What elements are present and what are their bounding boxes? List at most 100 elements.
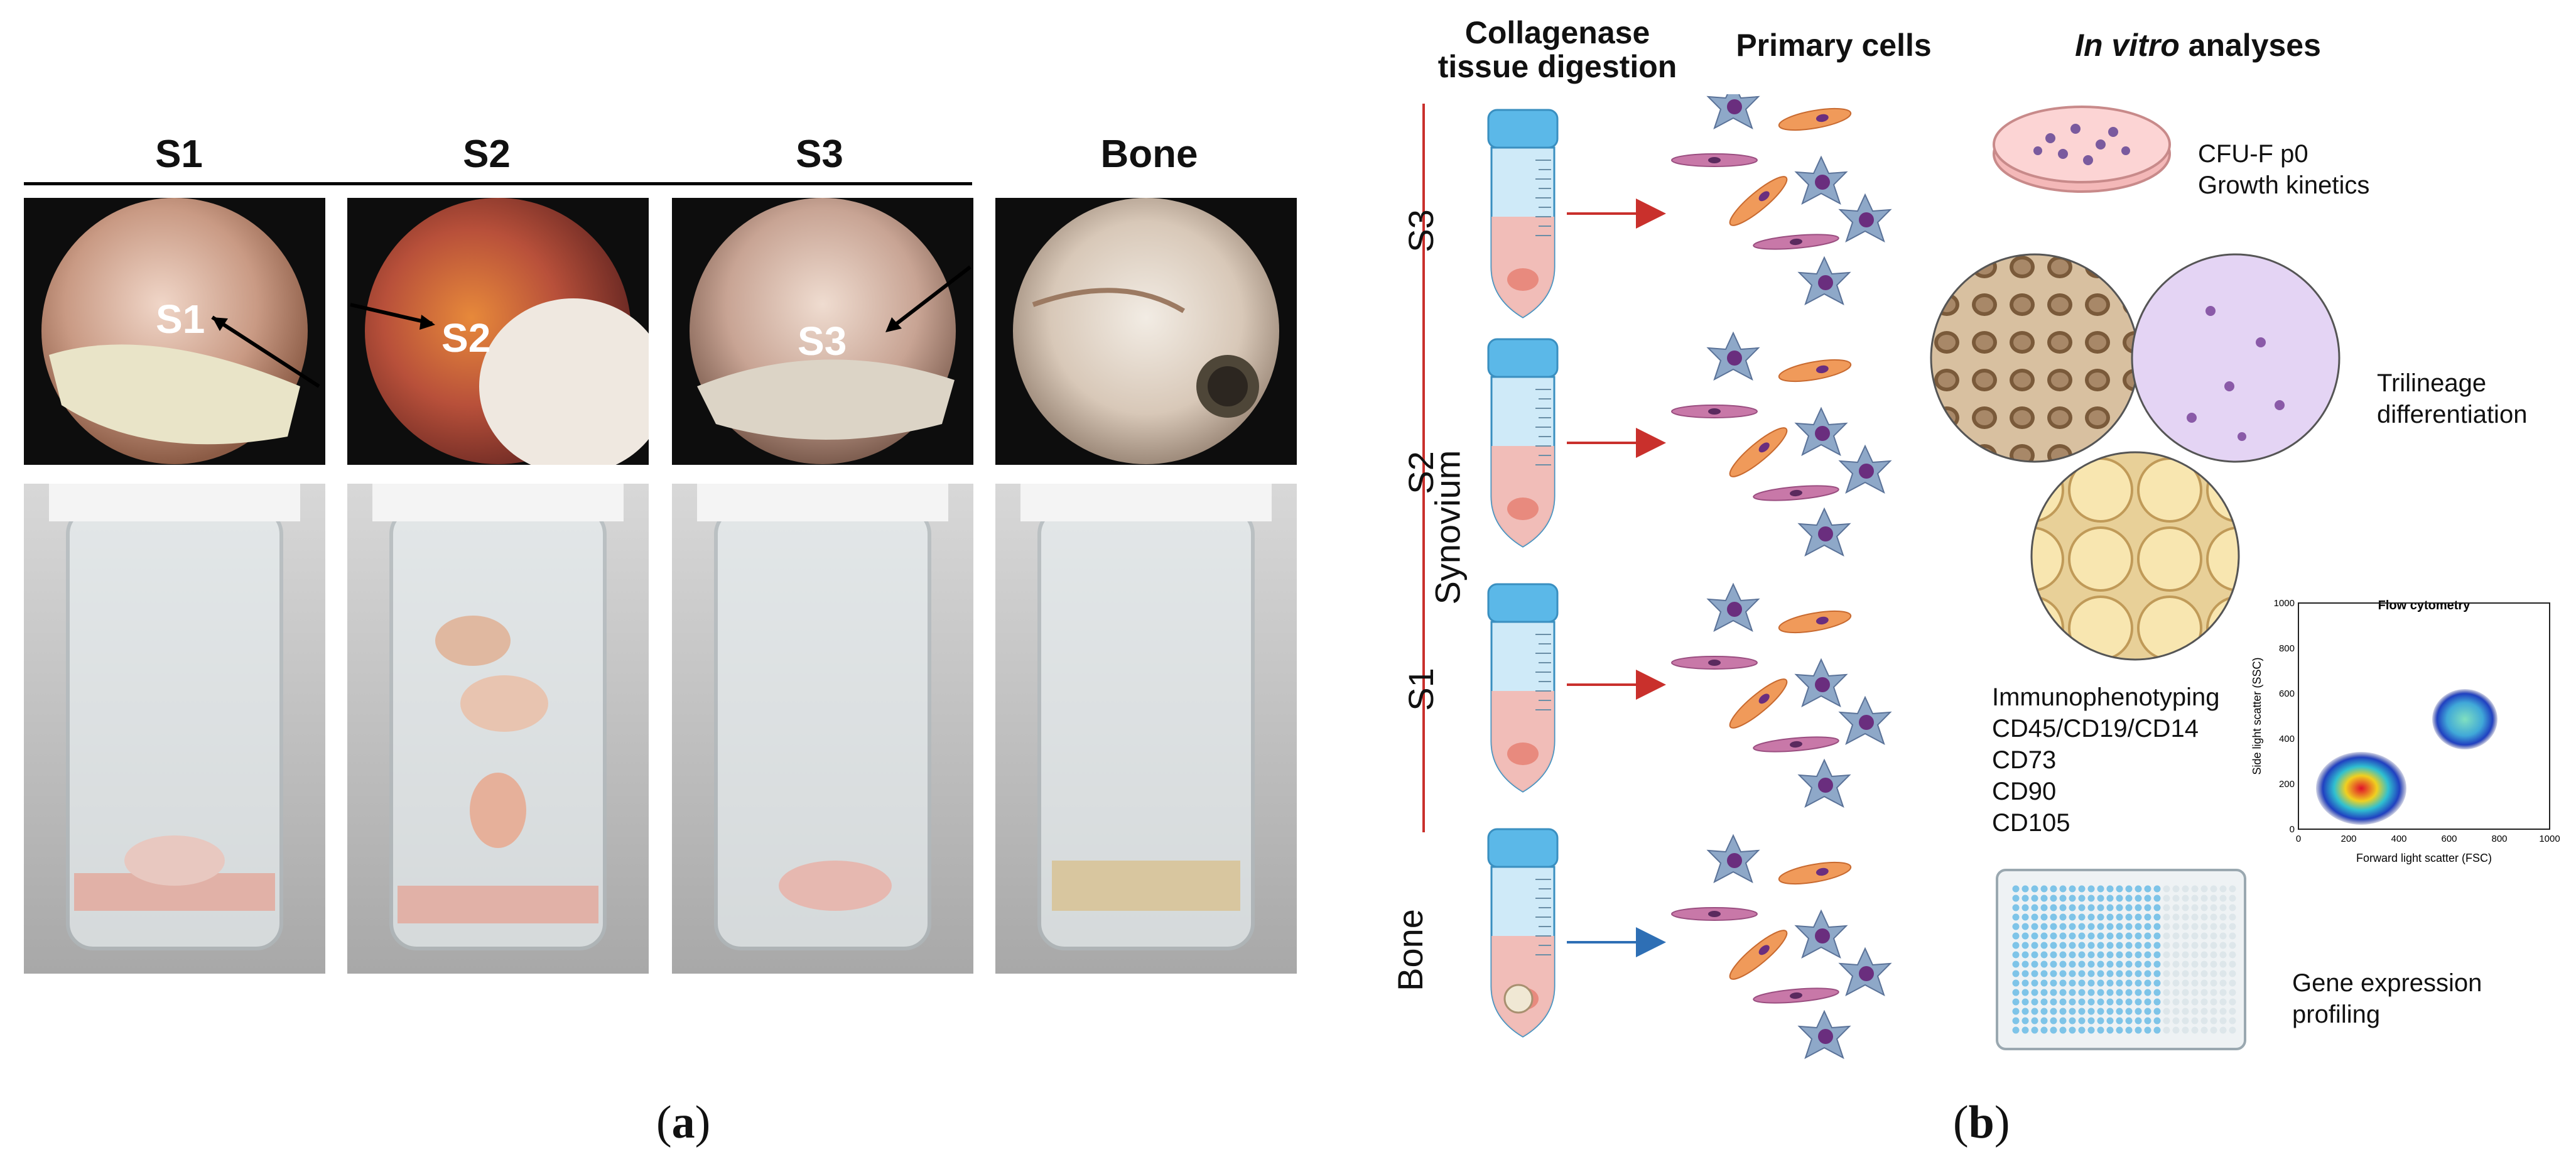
plate-well: [2229, 1008, 2236, 1015]
well-plate-icon: [1996, 869, 2246, 1050]
plate-well: [2059, 1026, 2067, 1034]
plate-well: [2078, 894, 2086, 902]
plate-well: [2087, 904, 2095, 911]
plate-well: [2059, 998, 2067, 1006]
plate-well: [2210, 885, 2217, 893]
plate-well: [2163, 885, 2170, 893]
plate-well: [2040, 1017, 2048, 1025]
plate-well: [2210, 960, 2217, 968]
plate-well: [2219, 960, 2227, 968]
plate-well: [2200, 894, 2208, 902]
plate-well: [2059, 1017, 2067, 1025]
plate-well: [2078, 998, 2086, 1006]
plate-well: [2097, 1008, 2104, 1015]
plate-well: [2040, 942, 2048, 949]
plate-well: [2153, 998, 2161, 1006]
plate-well: [2097, 979, 2104, 987]
tube-s3: [1487, 109, 1559, 318]
plate-well: [2210, 951, 2217, 959]
plate-well: [2144, 951, 2151, 959]
plate-well: [2069, 998, 2076, 1006]
plate-well: [2153, 970, 2161, 977]
plate-well: [2021, 1026, 2029, 1034]
arthroscopy-s3: S3: [672, 198, 973, 465]
plate-well: [2116, 942, 2123, 949]
plate-well: [2012, 989, 2020, 996]
text-gene: Gene expression profiling: [2292, 969, 2482, 1028]
plate-well: [2219, 979, 2227, 987]
plate-well: [2172, 951, 2180, 959]
header-primary-cells: Primary cells: [1736, 28, 1932, 63]
plate-well: [2182, 1026, 2189, 1034]
plate-well: [2144, 979, 2151, 987]
plate-well: [2106, 894, 2114, 902]
row-label-s1: S1: [1400, 668, 1441, 711]
flow-title: Flow cytometry: [2378, 599, 2471, 612]
plate-well: [2144, 1026, 2151, 1034]
plate-well: [2200, 904, 2208, 911]
plate-well: [2125, 1017, 2133, 1025]
header-rule: [24, 182, 972, 185]
plate-well: [2191, 970, 2199, 977]
tube-photo-s1: [24, 484, 325, 974]
plate-well: [2021, 894, 2029, 902]
plate-well: [2135, 960, 2142, 968]
plate-well: [2135, 970, 2142, 977]
plate-well: [2153, 942, 2161, 949]
plate-well: [2219, 970, 2227, 977]
tube-photo-s3: [672, 484, 973, 974]
flow-ytick: 1000: [2274, 598, 2295, 609]
plate-well: [2059, 989, 2067, 996]
plate-well: [2153, 960, 2161, 968]
cells-s1: [1672, 584, 1890, 807]
plate-well: [2050, 1017, 2057, 1025]
plate-well: [2031, 1008, 2038, 1015]
plate-well: [2050, 904, 2057, 911]
plate-well: [2087, 885, 2095, 893]
plate-well: [2087, 913, 2095, 921]
plate-well: [2219, 1017, 2227, 1025]
plate-well: [2031, 904, 2038, 911]
plate-well: [2163, 894, 2170, 902]
flow-xtick: 200: [2341, 834, 2356, 844]
plate-well: [2200, 960, 2208, 968]
plate-well: [2078, 979, 2086, 987]
plate-well: [2163, 904, 2170, 911]
plate-well: [2069, 904, 2076, 911]
plate-well: [2219, 932, 2227, 940]
plate-well: [2219, 904, 2227, 911]
plate-well: [2135, 951, 2142, 959]
plate-well: [2135, 942, 2142, 949]
plate-well: [2087, 1008, 2095, 1015]
plate-well: [2059, 1008, 2067, 1015]
plate-well: [2153, 913, 2161, 921]
plate-well: [2210, 894, 2217, 902]
plate-well: [2069, 1017, 2076, 1025]
plate-well: [2219, 1008, 2227, 1015]
plate-well: [2191, 1008, 2199, 1015]
plate-well: [2031, 979, 2038, 987]
plate-well: [2012, 1017, 2020, 1025]
plate-well: [2182, 1008, 2189, 1015]
plate-well: [2191, 989, 2199, 996]
plate-well: [2021, 885, 2029, 893]
plate-well: [2097, 960, 2104, 968]
plate-well: [2144, 894, 2151, 902]
plate-well: [2210, 970, 2217, 977]
synovium-bracket: [1422, 104, 1425, 832]
plate-well: [2200, 932, 2208, 940]
plate-well: [2059, 942, 2067, 949]
row-label-s3: S3: [1400, 209, 1441, 253]
plate-well: [2200, 951, 2208, 959]
plate-well: [2210, 923, 2217, 930]
plate-well: [2069, 1008, 2076, 1015]
plate-well: [2012, 894, 2020, 902]
plate-well: [2200, 1026, 2208, 1034]
plate-well: [2172, 1026, 2180, 1034]
plate-well: [2172, 989, 2180, 996]
plate-well: [2144, 1017, 2151, 1025]
plate-well: [2031, 951, 2038, 959]
plate-well: [2078, 970, 2086, 977]
plate-well: [2125, 979, 2133, 987]
plate-well: [2200, 970, 2208, 977]
